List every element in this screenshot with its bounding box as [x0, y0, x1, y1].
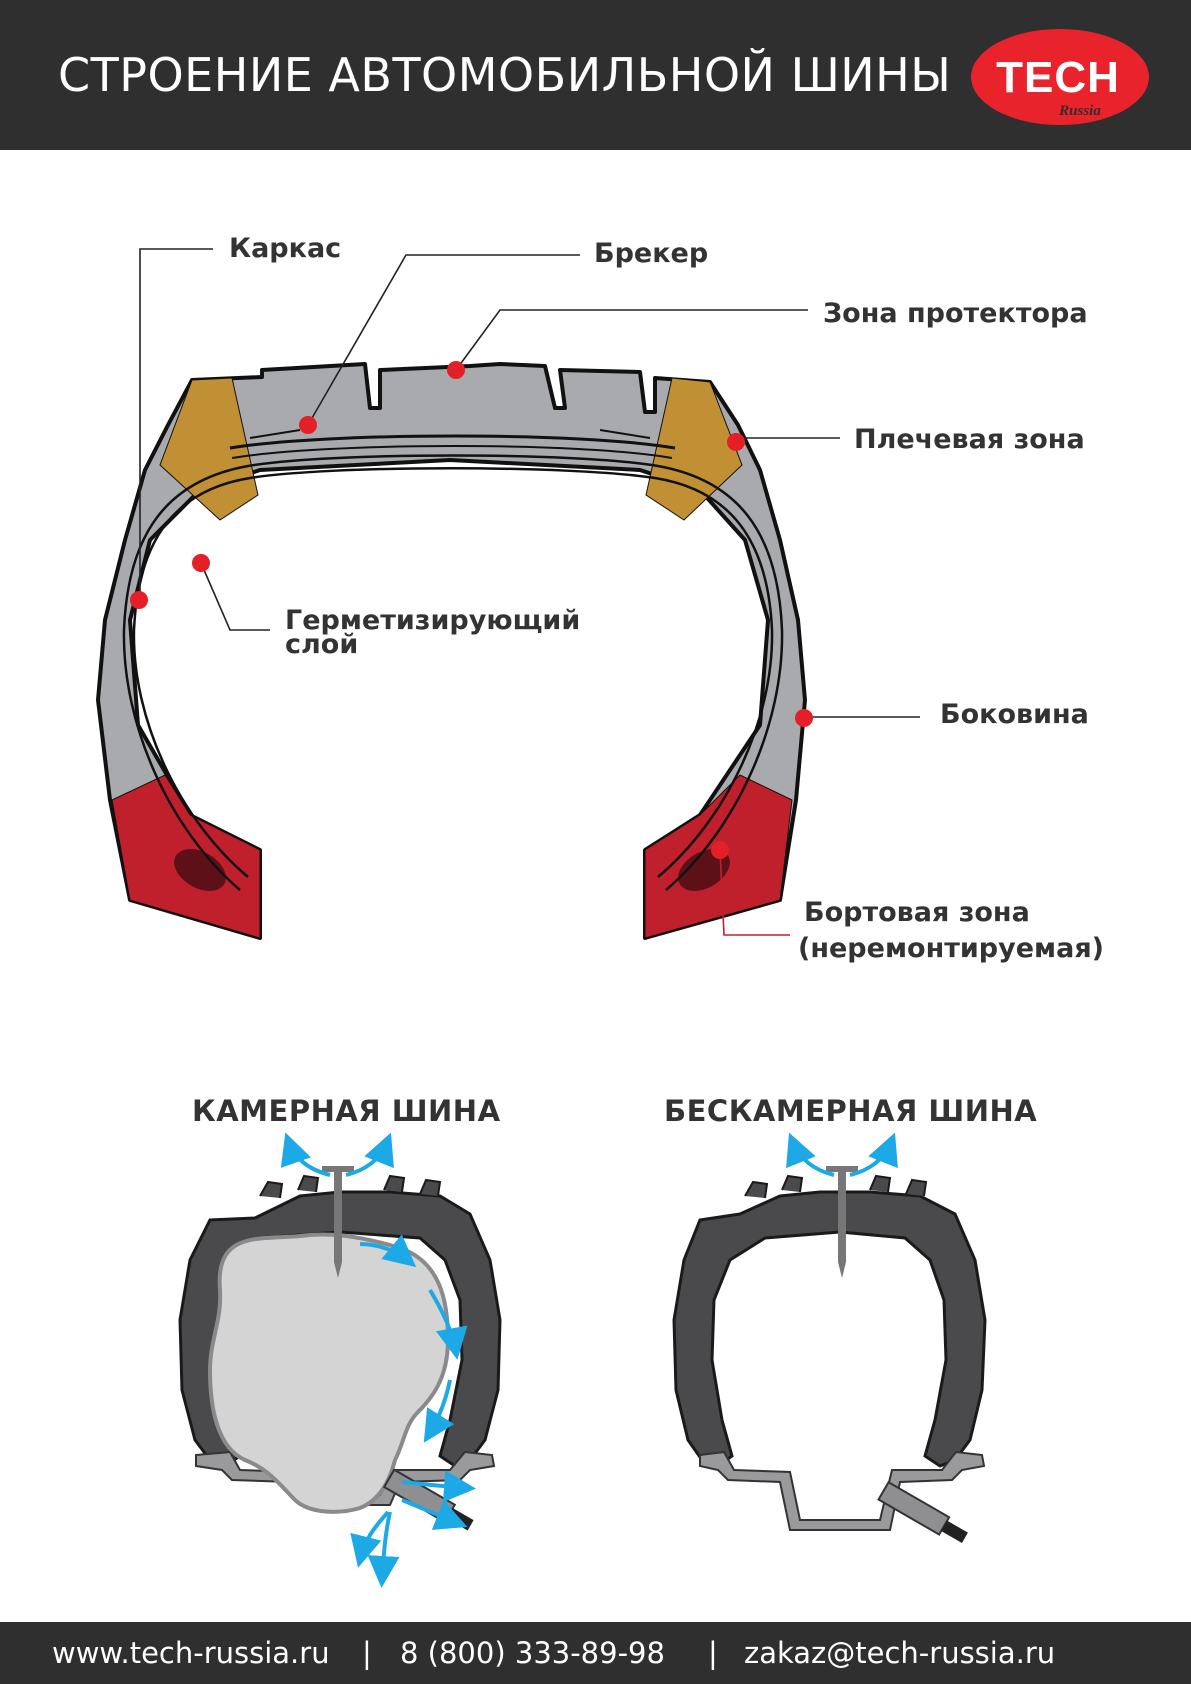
tubeless-tire-rim	[699, 1450, 986, 1531]
marker-shoulder	[727, 433, 745, 451]
footer-separator-2: |	[708, 1636, 718, 1670]
tube-tire-illustration	[178, 1132, 502, 1588]
shoulder-zone-left	[159, 377, 259, 521]
tubeless-valve	[877, 1480, 968, 1544]
label-protector: Зона протектора	[823, 298, 1088, 329]
breaker-belts	[229, 434, 676, 450]
footer-email-link[interactable]: zakaz@tech-russia.ru	[744, 1636, 1056, 1670]
label-bead-line1: Бортовая зона	[804, 897, 1030, 928]
label-sealing-line2: слой	[285, 629, 359, 660]
label-bead-line2: (неремонтируемая)	[798, 933, 1104, 964]
tech-russia-logo: TECH Russia	[971, 29, 1149, 125]
marker-breker	[299, 416, 317, 434]
marker-sealing	[192, 554, 210, 572]
marker-karkas	[130, 591, 148, 609]
label-sidewall: Боковина	[940, 699, 1089, 730]
marker-bead	[711, 841, 729, 859]
header-bar: СТРОЕНИЕ АВТОМОБИЛЬНОЙ ШИНЫ TECH Russia	[0, 0, 1191, 150]
marker-sidewall	[795, 709, 813, 727]
footer-separator-1: |	[362, 1636, 372, 1670]
tube-tire-title: КАМЕРНАЯ ШИНА	[192, 1094, 501, 1128]
footer-phone-link[interactable]: 8 (800) 333-89-98	[400, 1636, 665, 1670]
svg-text:TECH: TECH	[996, 53, 1120, 102]
tubeless-tire-title: БЕСКАМЕРНАЯ ШИНА	[664, 1094, 1038, 1128]
bead-core-left	[174, 849, 226, 891]
footer-website-link[interactable]: www.tech-russia.ru	[52, 1636, 330, 1670]
page-title: СТРОЕНИЕ АВТОМОБИЛЬНОЙ ШИНЫ	[58, 48, 952, 102]
tube-tire-casing	[178, 1190, 502, 1468]
comparison-illustrations	[178, 1132, 987, 1588]
label-sealing-line1: Герметизирующий	[285, 605, 581, 636]
shoulder-zone-right	[645, 377, 743, 521]
tubeless-tire-illustration	[672, 1132, 987, 1544]
footer-bar: www.tech-russia.ru | 8 (800) 333-89-98 |…	[0, 1622, 1191, 1684]
label-breker: Брекер	[594, 238, 709, 269]
tire-cross-section-diagram	[96, 248, 920, 940]
svg-text:Russia: Russia	[1058, 103, 1101, 119]
label-shoulder: Плечевая зона	[854, 424, 1085, 455]
label-karkas: Каркас	[229, 233, 342, 264]
bead-core-right	[678, 849, 730, 891]
marker-protector	[447, 361, 465, 379]
tubeless-tire-casing	[672, 1190, 987, 1468]
